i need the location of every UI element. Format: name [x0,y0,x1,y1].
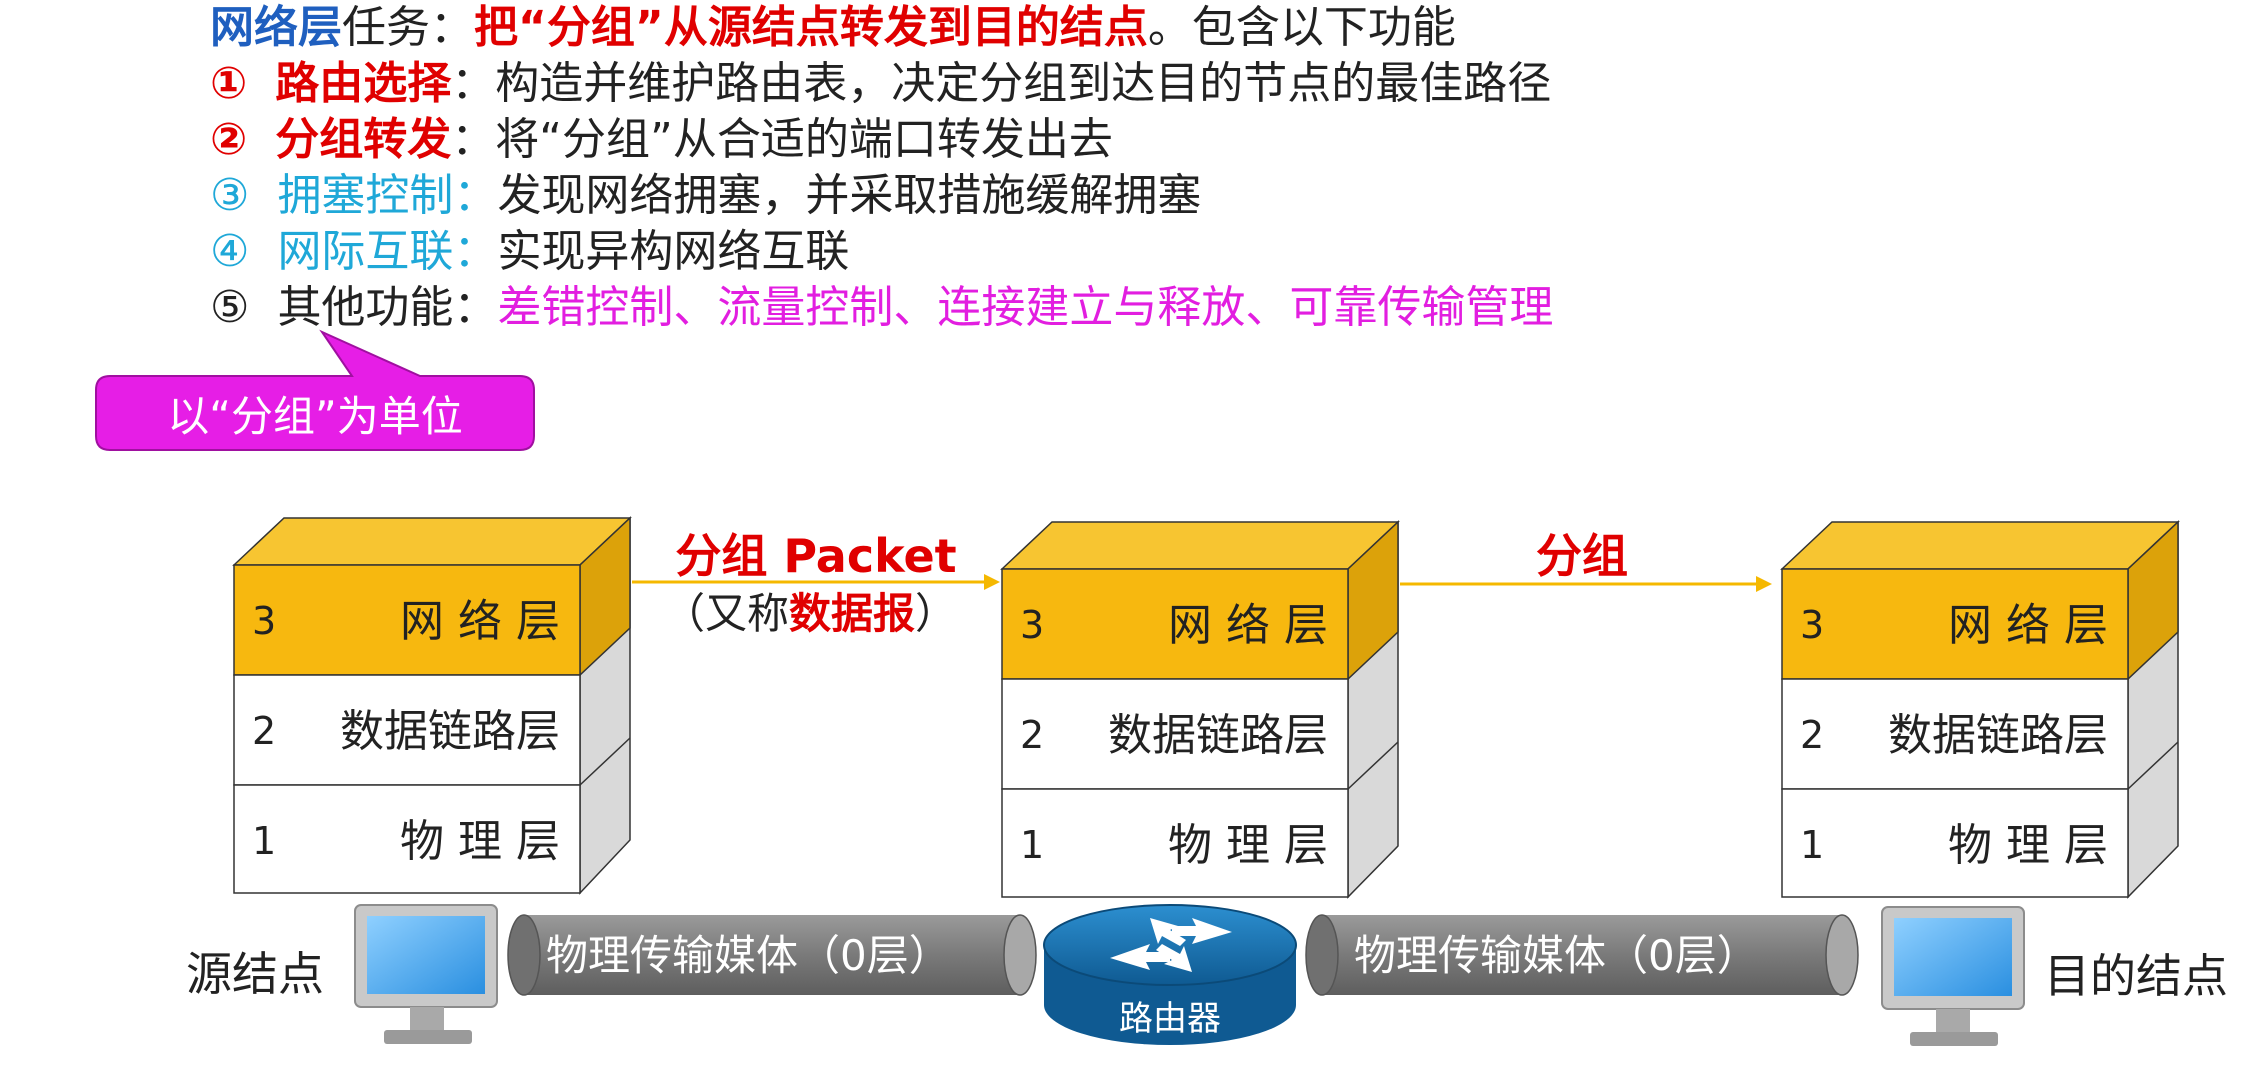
physical-medium-label: 物理传输媒体（0层） [1354,931,1759,980]
layer-number: 1 [1800,823,1824,867]
callout-label: 以“分组”为单位 [167,391,463,441]
packet-arrow-2 [1400,576,1772,592]
packet-arrow-1 [632,574,1000,590]
function-number: ④ [210,226,250,277]
layer-datalink [1781,678,2129,790]
layer-label: 物 理 层 [1948,820,2108,871]
layer-physical [1001,788,1349,898]
heading-tail: 。包含以下功能 [1147,2,1456,53]
layer-label: 物 理 层 [1168,820,1328,871]
function-name: 拥塞控制 [277,170,454,221]
function-desc: 实现异构网络互联 [497,226,850,277]
destination-node-label: 目的结点 [2044,949,2228,1003]
layer-label: 数据链路层 [340,706,560,757]
function-number: ⑤ [210,282,250,333]
task-label: 任务： [342,2,474,53]
datagram-note: （又称数据报） [663,589,957,638]
physical-medium-tube [1305,914,1859,996]
layer-network [1001,568,1349,680]
protocol-stack-source: 3 网 络 层 2 数据链路层 1 物 理 层 [232,516,632,895]
function-item-forwarding: ② 分组转发：将“分组”从合适的端口转发出去 [210,114,1113,165]
function-desc: 将“分组”从合适的端口转发出去 [495,114,1113,165]
layer-label: 网 络 层 [400,596,560,647]
function-desc: 差错控制、流量控制、连接建立与释放、可靠传输管理 [497,282,1554,333]
layer-network [1781,568,2129,680]
layer-physical [233,784,581,894]
layer-number: 2 [1800,713,1824,757]
layer-label: 数据链路层 [1888,710,2108,761]
layer-number: 3 [1800,603,1824,647]
layer-datalink [233,674,581,786]
stack-top-face [232,517,632,566]
function-item-internetworking: ④ 网际互联：实现异构网络互联 [210,226,850,277]
function-desc: 发现网络拥塞，并采取措施缓解拥塞 [497,170,1202,221]
heading-line: 网络层任务：把“分组”从源结点转发到目的结点。包含以下功能 [210,0,1456,56]
function-number: ③ [210,170,250,221]
layer-number: 1 [1020,823,1044,867]
layer-datalink [1001,678,1349,790]
layer-label: 网 络 层 [1168,600,1328,651]
layer-label: 网 络 层 [1948,600,2108,651]
function-item-congestion: ③ 拥塞控制：发现网络拥塞，并采取措施缓解拥塞 [210,170,1202,221]
function-name: 网际互联 [277,226,454,277]
function-number: ② [210,114,248,165]
packet-label: 分组 [1536,529,1628,583]
stack-top-face [1780,521,2180,570]
layer-network [233,564,581,676]
task-description: 把“分组”从源结点转发到目的结点 [474,2,1148,53]
layer-number: 3 [252,599,276,643]
layer-label: 物 理 层 [400,816,560,867]
layer-physical [1781,788,2129,898]
function-name: 分组转发 [275,114,452,165]
protocol-stack-destination: 3 网 络 层 2 数据链路层 1 物 理 层 [1780,520,2180,899]
function-item-other: ⑤ 其他功能：差错控制、流量控制、连接建立与释放、可靠传输管理 [210,282,1554,333]
physical-medium-label: 物理传输媒体（0层） [546,931,951,980]
layer-label: 数据链路层 [1108,710,1328,761]
source-computer-icon [354,904,498,1044]
protocol-stack-router: 3 网 络 层 2 数据链路层 1 物 理 层 [1000,520,1400,899]
network-layer-term: 网络层 [210,2,342,53]
packet-label: 分组 Packet [675,529,956,583]
function-number: ① [210,58,248,109]
layer-number: 2 [252,709,276,753]
layer-number: 2 [1020,713,1044,757]
layer-number: 3 [1020,603,1044,647]
physical-medium-tube [507,914,1037,996]
stack-top-face [1000,521,1400,570]
function-name: 其他功能 [277,282,454,333]
destination-computer-icon [1881,906,2025,1046]
source-node-label: 源结点 [186,947,324,1001]
function-desc: 构造并维护路由表，决定分组到达目的节点的最佳路径 [495,58,1552,109]
layer-number: 1 [252,819,276,863]
function-item-routing: ① 路由选择：构造并维护路由表，决定分组到达目的节点的最佳路径 [210,58,1552,109]
function-name: 路由选择 [275,58,452,109]
router-icon [1043,904,1297,1045]
router-label: 路由器 [1119,999,1221,1039]
